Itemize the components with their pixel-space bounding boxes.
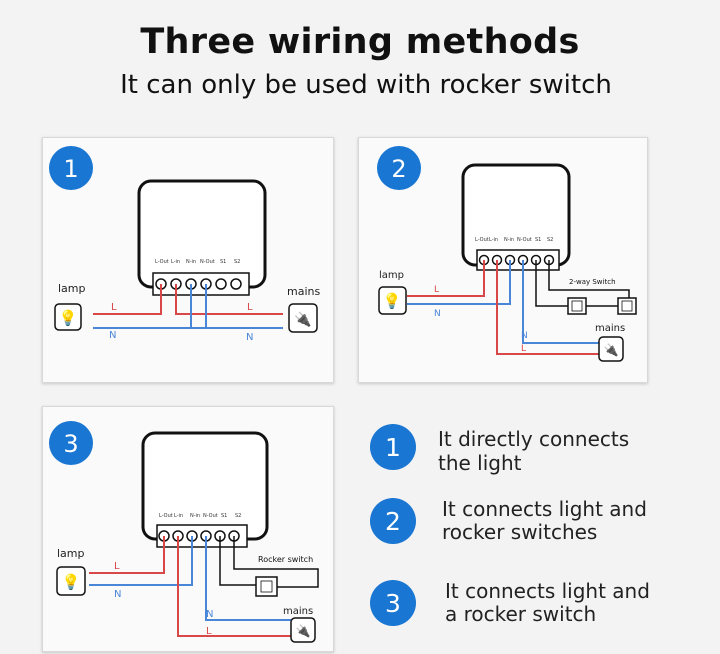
description-number-badge: 3 (370, 580, 416, 626)
panel-number: 1 (63, 155, 78, 183)
description-line-2: rocker switches (442, 520, 598, 544)
mains-label: mains (287, 285, 320, 298)
live-wire-lamp (89, 536, 165, 574)
rocker-switch (255, 576, 278, 597)
switch-wire-s2 (233, 536, 319, 588)
lamp-label: lamp (379, 270, 404, 281)
terminal-label: S2 (547, 237, 553, 243)
neutral-wire-lamp (407, 260, 511, 305)
terminal-label: L-Out (475, 237, 489, 243)
wire-label-l: L (206, 626, 212, 637)
smart-switch-module (141, 431, 269, 541)
wiring-diagram-3: 3 L-Out L-in N-in N-Out S1 S2 L N N L Ro… (49, 421, 319, 643)
terminal-labels: L-Out L-in N-in N-Out S1 S2 (159, 513, 241, 519)
mains-label: mains (283, 606, 313, 617)
terminal-label: N-Out (200, 259, 215, 265)
neutral-wire-lamp (89, 536, 193, 586)
live-wire-mains (177, 536, 291, 637)
panel-number-badge (49, 146, 93, 190)
wire-label-n: N (246, 332, 253, 343)
terminal-label: S1 (535, 237, 541, 243)
terminal-label: N-Out (517, 237, 532, 243)
wiring-panel-1: 1 L-Out L-in N-in N-Out S1 S2 L N L N la… (42, 137, 334, 383)
terminal-label: L-Out (159, 513, 173, 519)
switch-wire-s1 (535, 260, 581, 307)
description-number-badge: 1 (370, 424, 416, 470)
live-wire-mains (496, 260, 599, 355)
lamp-label: lamp (58, 282, 86, 295)
terminal-label: S1 (221, 513, 227, 519)
two-way-switch-1 (567, 297, 587, 315)
terminal-label: S2 (235, 513, 241, 519)
live-wire-mains (175, 284, 283, 315)
panel-number-badge (49, 421, 93, 465)
switch-wire-s1 (219, 536, 256, 586)
description-item-2: 2 It connects light and rocker switches (370, 497, 710, 558)
terminal-label: N-Out (203, 513, 218, 519)
panel-number: 2 (391, 155, 406, 183)
terminal-label: L-in (489, 237, 498, 243)
plug-icon: 🔌 (296, 624, 311, 638)
wiring-diagram-2: 2 L-Out L-in N-in N-Out S1 S2 L N N L 2-… (377, 146, 637, 362)
bulb-icon: 💡 (59, 309, 78, 327)
plug-icon: 🔌 (604, 343, 619, 357)
switch-label: Rocker switch (258, 555, 313, 564)
wire-label-n: N (521, 331, 528, 341)
terminal-label: S1 (220, 259, 226, 265)
wiring-diagram-1: 1 L-Out L-in N-in N-Out S1 S2 L N L N la… (49, 146, 320, 343)
terminal-label: N-in (186, 259, 196, 265)
wire-label-n: N (434, 309, 441, 319)
wire-label-l: L (521, 344, 526, 354)
mains-plug-icon (598, 336, 624, 362)
neutral-wire-mains (522, 260, 599, 344)
description-line-2: a rocker switch (445, 602, 597, 626)
panel-number: 3 (63, 430, 78, 458)
live-wire-lamp (407, 260, 485, 297)
bulb-icon: 💡 (383, 292, 402, 310)
lamp-icon (54, 303, 82, 331)
terminal-label: S2 (234, 259, 240, 265)
lamp-icon (378, 286, 407, 315)
live-wire-lamp (93, 284, 162, 315)
wire-label-l: L (434, 285, 439, 295)
wire-label-n: N (109, 330, 116, 341)
wire-label-l: L (111, 302, 117, 313)
smart-switch-module (137, 179, 267, 289)
page-subtitle: It can only be used with rocker switch (120, 70, 612, 100)
wire-label-n: N (114, 589, 121, 600)
switch-label: 2-way Switch (569, 278, 616, 286)
description-line-2: the light (438, 451, 522, 475)
lamp-label: lamp (57, 547, 85, 560)
plug-icon: 🔌 (294, 311, 311, 328)
terminal-label: L-Out (155, 259, 169, 265)
panel-number-badge (377, 146, 421, 190)
neutral-wire-mains (205, 536, 291, 621)
terminal-label: L-in (171, 259, 180, 265)
wire-label-l: L (247, 302, 253, 313)
description-number-badge: 2 (370, 498, 416, 544)
two-way-switch-2 (617, 297, 637, 315)
terminal-label: N-in (190, 513, 200, 519)
description-line-1: It connects light and (442, 497, 647, 521)
lamp-icon (56, 566, 86, 596)
description-line-1: It connects light and (445, 579, 650, 603)
bulb-icon: 💡 (62, 573, 81, 591)
terminal-labels: L-Out L-in N-in N-Out S1 S2 (475, 237, 553, 243)
terminal-label: L-in (174, 513, 183, 519)
description-item-3: 3 It connects light and a rocker switch (370, 579, 710, 640)
page-title: Three wiring methods (140, 22, 580, 62)
mains-plug-icon (288, 303, 318, 333)
terminal-labels: L-Out L-in N-in N-Out S1 S2 (155, 259, 240, 265)
description-line-1: It directly connects (438, 427, 630, 451)
description-item-1: 1 It directly connects the light (370, 424, 710, 484)
wire-label-l: L (114, 561, 120, 572)
mains-label: mains (595, 323, 625, 334)
wiring-panel-3: 3 L-Out L-in N-in N-Out S1 S2 L N N L Ro… (42, 406, 334, 652)
terminal-label: N-in (504, 237, 514, 243)
wiring-panel-2: 2 L-Out L-in N-in N-Out S1 S2 L N N L 2-… (358, 137, 648, 383)
mains-plug-icon (290, 617, 316, 643)
wire-label-n: N (206, 609, 213, 620)
